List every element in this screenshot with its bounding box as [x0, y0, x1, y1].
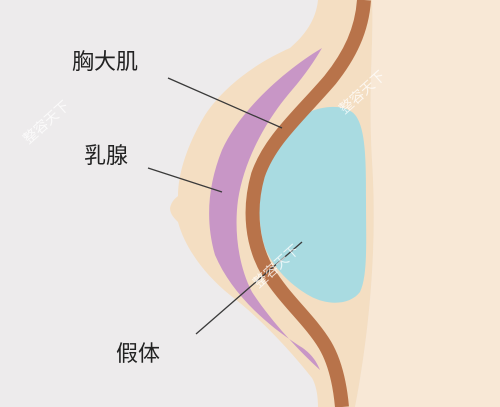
implant-leader-line: [195, 241, 303, 335]
gland-leader-line: [147, 167, 223, 193]
mammary-gland: [209, 48, 322, 370]
implant-label: 假体: [116, 342, 161, 367]
chest-wall: [355, 0, 500, 407]
muscle-leader-line: [167, 77, 283, 129]
pectoral-muscle: [245, 0, 371, 407]
gland-label: 乳腺: [84, 144, 129, 169]
muscle-label: 胸大肌: [72, 50, 139, 75]
breast-implant: [259, 106, 367, 303]
